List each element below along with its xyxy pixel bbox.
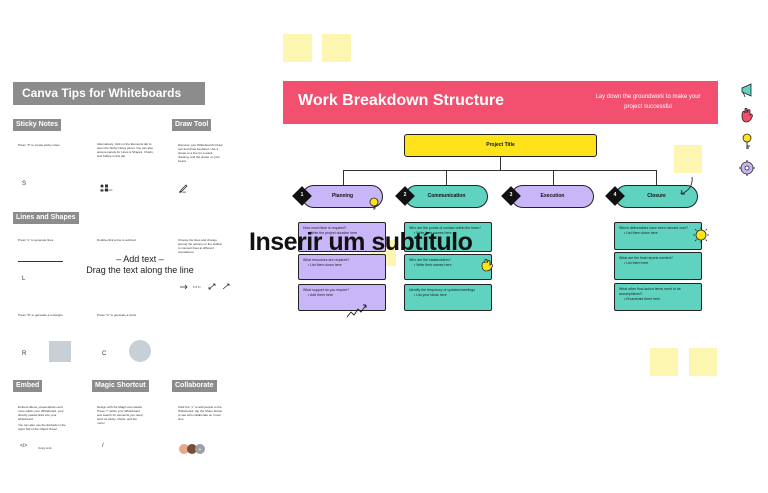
task-question: How much time is required? bbox=[303, 226, 347, 230]
elbow-text: Choose the lines and change among the op… bbox=[178, 238, 222, 254]
sample-line bbox=[18, 261, 63, 262]
sticky-notes-label: Sticky Notes bbox=[13, 119, 62, 131]
double-click-text: Double-click a line to add text bbox=[97, 238, 137, 242]
task-bullet: • List them down here bbox=[624, 231, 658, 235]
sticky-note[interactable] bbox=[322, 34, 351, 62]
task-bullet: • List them here bbox=[624, 261, 649, 265]
draw-tool-label: Draw Tool bbox=[172, 119, 212, 131]
task-question: What other final action items need to be… bbox=[619, 287, 681, 296]
task-question: Which deliverables have been handed over… bbox=[619, 226, 689, 230]
elements-caption: Elements bbox=[100, 188, 113, 192]
sticky-note[interactable] bbox=[674, 145, 702, 173]
pen-icon bbox=[179, 180, 188, 198]
sticky-key: S bbox=[22, 181, 27, 187]
task-bullet: • List them down here bbox=[308, 263, 342, 267]
sample-circle bbox=[129, 340, 151, 362]
line-key: L bbox=[22, 276, 26, 282]
svg-text:+: + bbox=[199, 447, 202, 453]
task-question: What support do you require? bbox=[303, 288, 350, 292]
task-question: What resources are required? bbox=[303, 258, 350, 262]
wbs-title: Work Breakdown Structure bbox=[298, 92, 504, 109]
connector bbox=[446, 170, 447, 185]
hand-doodle bbox=[479, 257, 495, 278]
hand-sticker-icon[interactable] bbox=[738, 106, 756, 129]
phase-planning[interactable]: Planning bbox=[302, 185, 383, 208]
wbs-banner: Work Breakdown Structure Lay down the gr… bbox=[283, 81, 718, 124]
megaphone-sticker-icon[interactable] bbox=[739, 81, 757, 104]
task-bullet: • List your ideas here bbox=[414, 293, 447, 297]
phase-number: 4 bbox=[613, 192, 617, 198]
task-bullet: • Write the project duration here bbox=[308, 231, 358, 235]
collaborate-text: Click the "+" to add people to the White… bbox=[178, 405, 223, 421]
task-bullet: • Enumerate them here bbox=[624, 297, 661, 301]
circle-key: C bbox=[102, 351, 107, 357]
phase-number: 1 bbox=[300, 192, 304, 198]
wbs-subtitle: Lay down the groundwork to make your pro… bbox=[595, 94, 701, 110]
embed-text-2: You can also use the Embeds in the Apps … bbox=[18, 423, 66, 431]
lines-text: Press "L" to generate lines bbox=[18, 238, 54, 242]
task-question: Who are the points of contact within the… bbox=[409, 226, 481, 230]
sticky-note[interactable] bbox=[650, 348, 678, 376]
project-title-box[interactable]: Project Title bbox=[404, 134, 597, 157]
sticky-note[interactable] bbox=[283, 34, 312, 62]
connector bbox=[656, 170, 657, 185]
closure-task[interactable]: What other final action items need to be… bbox=[614, 283, 702, 311]
connector bbox=[553, 170, 554, 185]
connector bbox=[500, 157, 501, 170]
sticky-note[interactable] bbox=[689, 348, 717, 376]
planning-task[interactable]: What resources are required? • List them… bbox=[298, 254, 386, 280]
embed-text: Embed videos, presentations and more wit… bbox=[18, 405, 64, 421]
squiggle-doodle bbox=[346, 303, 368, 324]
slash-key: / bbox=[102, 443, 104, 449]
tips-title: Canva Tips for Whiteboards bbox=[13, 82, 205, 105]
closure-task[interactable]: What are the final reports needed? • Lis… bbox=[614, 252, 702, 280]
phase-number: 3 bbox=[509, 192, 513, 198]
rect-key: R bbox=[22, 351, 27, 357]
magic-shortcut-label: Magic Shortcut bbox=[92, 380, 149, 392]
elements-text: Alternatively, click on the Elements tab… bbox=[97, 142, 154, 158]
sample-rectangle bbox=[49, 341, 71, 362]
task-question: What are the final reports needed? bbox=[619, 256, 673, 260]
communication-task[interactable]: Who are the stakeholders? • Write their … bbox=[404, 254, 492, 280]
draw-caption: Draw bbox=[179, 190, 187, 194]
rect-text: Press "R" to generate a rectangle bbox=[18, 313, 63, 317]
phase-communication[interactable]: Communication bbox=[405, 185, 488, 208]
phase-number: 2 bbox=[403, 192, 407, 198]
draw-tool-text: Discover your Whiteboard's Draw tool and… bbox=[178, 143, 223, 163]
embed-label: Embed bbox=[13, 380, 43, 392]
magic-shortcut-text: Design with the Magic commands. Press "/… bbox=[97, 405, 144, 425]
line-style-icons bbox=[179, 278, 231, 296]
task-bullet: • Write their names here bbox=[414, 263, 452, 267]
drag-text-caption: Drag the text along the line bbox=[86, 265, 194, 275]
planning-task[interactable]: How much time is required? • Write the p… bbox=[298, 222, 386, 252]
lines-shapes-label: Lines and Shapes bbox=[13, 212, 79, 224]
task-bullet: • Add them here bbox=[308, 293, 333, 297]
connector bbox=[343, 170, 656, 171]
yellow-key-doodle bbox=[368, 197, 380, 216]
sticky-notes-text: Press "S" to create sticky notes bbox=[18, 143, 60, 147]
planning-task[interactable]: What support do you require? • Add them … bbox=[298, 284, 386, 311]
collaborate-label: Collaborate bbox=[172, 380, 217, 392]
elements-icon bbox=[100, 179, 110, 192]
subtitle-placeholder-text[interactable]: Inserir um subtítulo bbox=[249, 228, 473, 256]
add-text-line[interactable]: – Add text – bbox=[116, 254, 164, 264]
circle-text: Press "C" to generate a circle bbox=[97, 313, 137, 317]
gear-sticker-icon[interactable] bbox=[738, 159, 756, 182]
collaborator-avatars: + bbox=[178, 442, 210, 460]
embed-code-icon: </> bbox=[20, 443, 28, 449]
connector bbox=[343, 170, 344, 185]
task-question: Identify the frequency of updates/meetin… bbox=[409, 288, 475, 292]
communication-task[interactable]: Identify the frequency of updates/meetin… bbox=[404, 284, 492, 311]
arrow-doodle bbox=[678, 176, 696, 201]
phase-execution[interactable]: Execution bbox=[511, 185, 594, 208]
copy-link-caption: Copy Link bbox=[38, 446, 52, 450]
sun-doodle bbox=[692, 226, 710, 249]
closure-task[interactable]: Which deliverables have been handed over… bbox=[614, 222, 702, 250]
key-sticker-icon[interactable] bbox=[740, 133, 754, 156]
task-bullet: • Write their names here bbox=[414, 231, 452, 235]
task-question: Who are the stakeholders? bbox=[409, 258, 451, 262]
communication-task[interactable]: Who are the points of contact within the… bbox=[404, 222, 492, 252]
